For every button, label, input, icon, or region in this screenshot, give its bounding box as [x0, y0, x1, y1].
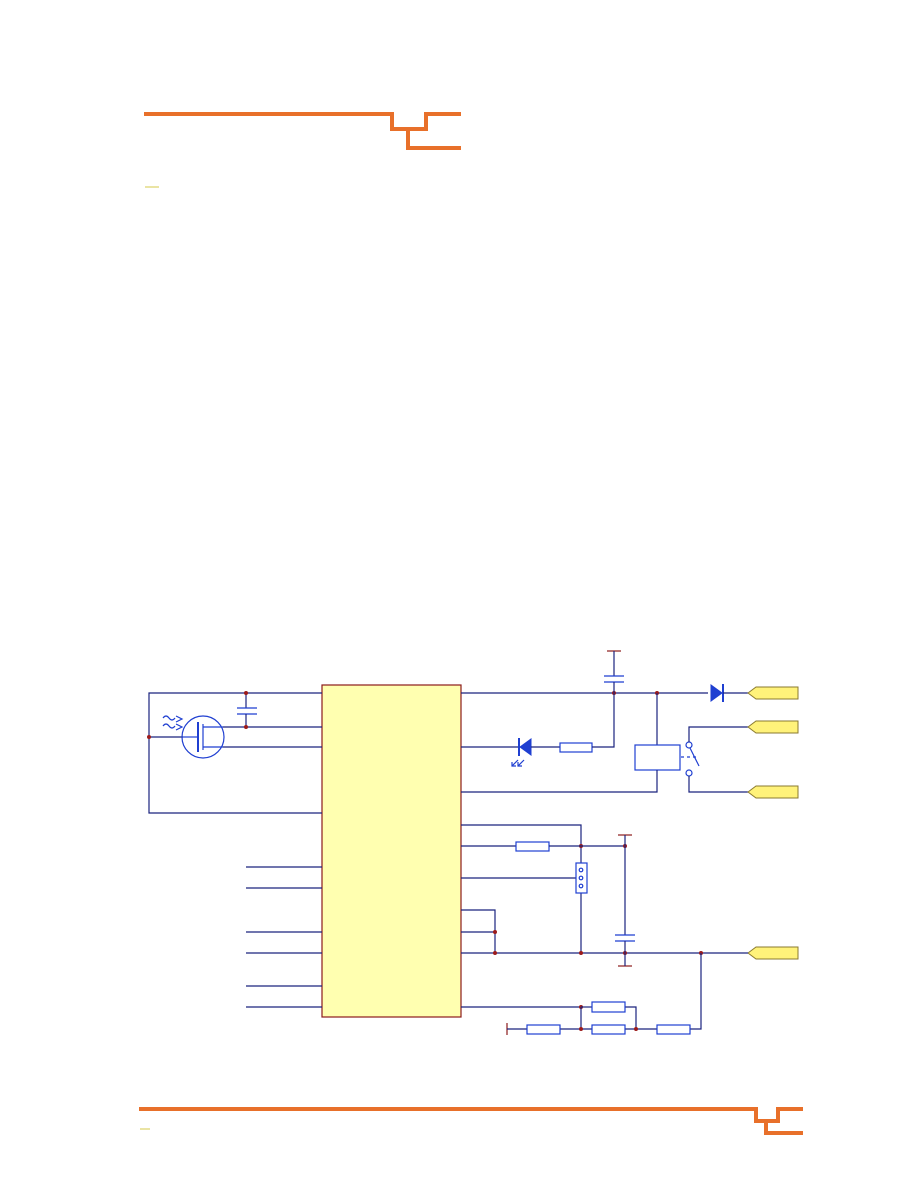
- middle-wiring: [461, 824, 748, 955]
- port-3: [747, 785, 799, 799]
- timing-capacitor: [615, 834, 635, 967]
- divider-resistor-1: [591, 1001, 626, 1013]
- divider-network: [461, 953, 702, 1035]
- port-1: [747, 686, 799, 700]
- divider-resistor-3: [591, 1024, 626, 1035]
- relay-contact: [685, 726, 748, 793]
- pir-sensor: [162, 715, 225, 759]
- jumper: [575, 862, 588, 894]
- led-resistor: [559, 693, 615, 753]
- header-logo: [144, 112, 461, 188]
- circuit-trace-logo-icon: [139, 1107, 803, 1135]
- port-2: [747, 720, 799, 734]
- decoupling-capacitor: [237, 691, 257, 729]
- circuit-schematic: [147, 650, 799, 1035]
- divider-resistor-4: [656, 1024, 691, 1035]
- divider-resistor-2: [526, 1024, 561, 1035]
- supply-capacitor: [604, 650, 624, 693]
- indicator-led: [461, 738, 560, 767]
- port-4: [747, 946, 799, 960]
- relay-coil: [461, 693, 696, 793]
- circuit-trace-logo-icon: [144, 112, 461, 150]
- bias-resistor: [515, 841, 627, 852]
- controller-ic: [321, 684, 462, 1018]
- footer-logo: [139, 1107, 803, 1135]
- rectifier-diode: [710, 684, 748, 702]
- top-rail: [461, 691, 708, 695]
- left-wiring: [147, 692, 322, 1008]
